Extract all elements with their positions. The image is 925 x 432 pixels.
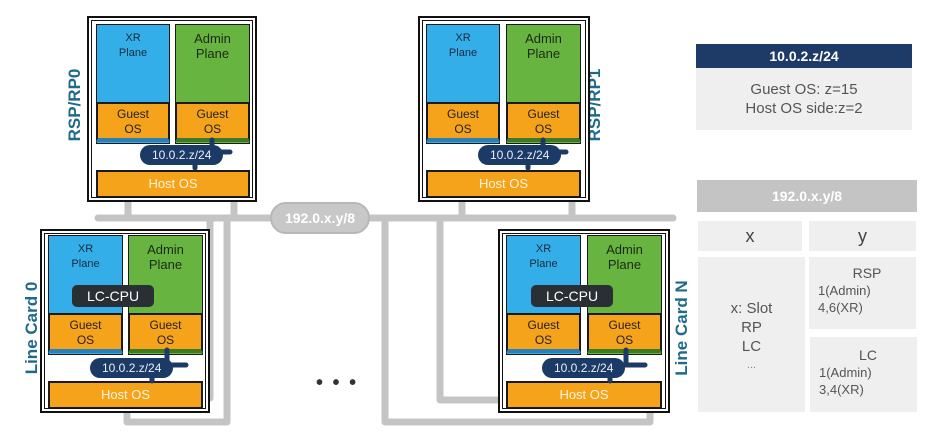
legend-col-header-x: x bbox=[698, 221, 802, 251]
internal-net-pill-lc0: 10.0.2.z/24 bbox=[90, 358, 174, 378]
legend-internal-line: Host OS side:z=2 bbox=[745, 100, 863, 117]
host-os: Host OS bbox=[48, 381, 203, 409]
legend-y-lc: LC 1(Admin) 3,4(XR) bbox=[810, 337, 917, 412]
lc-cpu: LC-CPU bbox=[531, 285, 613, 307]
host-os: Host OS bbox=[506, 381, 662, 409]
legend-external-title: 192.0.x.y/8 bbox=[697, 180, 917, 212]
legend-y-rsp: RSP 1(Admin) 4,6(XR) bbox=[809, 257, 916, 329]
internal-net-pill-lcn: 10.0.2.z/24 bbox=[542, 358, 626, 378]
host-os: Host OS bbox=[96, 170, 250, 198]
legend-internal-title: 10.0.2.z/24 bbox=[696, 44, 912, 68]
more-cards-ellipsis: • • • bbox=[316, 372, 359, 394]
lc-cpu: LC-CPU bbox=[72, 285, 154, 307]
host-os: Host OS bbox=[426, 170, 581, 198]
internal-net-pill-rsp0: 10.0.2.z/24 bbox=[140, 145, 224, 165]
legend-col-header-y: y bbox=[809, 221, 916, 251]
legend-internal-body: Guest OS: z=15 Host OS side:z=2 bbox=[696, 68, 912, 130]
bus-label: 192.0.x.y/8 bbox=[270, 202, 370, 234]
legend-internal-line: Guest OS: z=15 bbox=[750, 81, 858, 98]
legend-x-description: x: Slot RP LC ... bbox=[698, 257, 805, 412]
internal-net-pill-rsp1: 10.0.2.z/24 bbox=[478, 145, 562, 165]
